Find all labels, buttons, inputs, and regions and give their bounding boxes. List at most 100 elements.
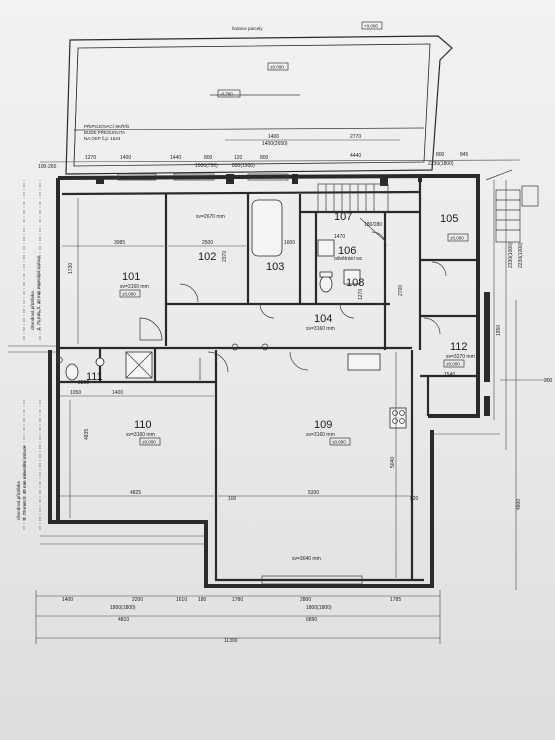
level-tag <box>217 89 241 98</box>
svg-text:100-265: 100-265 <box>38 164 57 170</box>
svg-text:180/280: 180/280 <box>364 222 382 228</box>
svg-text:1270: 1270 <box>85 155 96 161</box>
room-labels: 101 sv=3160 mm 102 sv=2670 mm 103 104 sv… <box>86 211 475 562</box>
svg-text:4810: 4810 <box>118 617 129 623</box>
svg-text:1050: 1050 <box>70 390 81 396</box>
svg-text:tl. 75 mm, tl. 40 mm minerální: tl. 75 mm, tl. 40 mm minerální izolace <box>22 445 27 520</box>
floor-level-tags: ±0,000 ±0,000 ±0,000 ±0,000 ±0,000 <box>119 233 469 446</box>
svg-text:100: 100 <box>228 496 237 502</box>
room-112-area: sv=3270 mm <box>446 354 475 360</box>
svg-text:11300: 11300 <box>224 638 238 644</box>
window-sill-109: sv=3040 mm <box>292 556 321 562</box>
svg-text:±0,000: ±0,000 <box>446 362 460 367</box>
svg-text:1400: 1400 <box>268 134 279 140</box>
room-111-number: 111 <box>86 371 103 383</box>
toilet <box>319 275 333 293</box>
svg-text:1780: 1780 <box>232 597 243 603</box>
room-101-area: sv=3160 mm <box>120 284 149 290</box>
room-103-number: 103 <box>266 261 284 273</box>
svg-text:obvodová přizdívka: obvodová přizdívka <box>16 481 21 520</box>
svg-text:800: 800 <box>204 155 213 161</box>
svg-text:2770: 2770 <box>350 134 361 140</box>
room-102-number: 102 <box>198 251 216 263</box>
svg-text:1785: 1785 <box>390 597 401 603</box>
svg-text:±0,000: ±0,000 <box>122 292 136 297</box>
svg-text:1800(1800): 1800(1800) <box>110 605 136 611</box>
svg-text:1540: 1540 <box>444 372 455 378</box>
svg-text:2370: 2370 <box>222 251 228 262</box>
room-106-number: 106 <box>338 245 356 257</box>
svg-text:520: 520 <box>410 496 419 502</box>
svg-text:2800: 2800 <box>300 597 311 603</box>
level-tag <box>361 21 383 30</box>
svg-text:120: 120 <box>234 155 243 161</box>
toilet-111 <box>65 363 79 381</box>
room-101-number: 101 <box>122 271 140 283</box>
room-109-area: sv=3160 mm <box>306 432 335 438</box>
interior-dimensions: 3085 1730 2500 2370 1600 1470 1270 2700 … <box>60 198 419 578</box>
svg-text:2500: 2500 <box>202 240 213 246</box>
upper-terrace <box>65 35 453 175</box>
svg-text:4440: 4440 <box>350 153 361 159</box>
svg-text:4825: 4825 <box>130 490 141 496</box>
svg-text:BUDE PŘESUNUTA: BUDE PŘESUNUTA <box>84 128 125 135</box>
svg-text:800: 800 <box>436 152 445 158</box>
svg-text:845: 845 <box>460 152 469 158</box>
level-tag-text: -0,780 <box>220 92 233 97</box>
svg-text:1950: 1950 <box>496 325 502 336</box>
svg-text:800: 800 <box>260 155 269 161</box>
room-104-number: 104 <box>314 313 332 325</box>
room-110-area: sv=3160 mm <box>126 432 155 438</box>
svg-text:1440: 1440 <box>170 155 181 161</box>
room-109-number: 109 <box>314 419 332 431</box>
left-wall-notes: obvodová přizdívka tl. 75 mm, tl. 40 mm … <box>8 180 206 545</box>
svg-text:180: 180 <box>198 597 207 603</box>
svg-text:2330(1000): 2330(1000) <box>508 242 514 268</box>
svg-text:1730: 1730 <box>68 263 74 274</box>
fixtures <box>65 199 407 429</box>
washbasin-111 <box>95 357 105 367</box>
level-tag-text: ±0,000 <box>270 65 284 70</box>
svg-text:6890: 6890 <box>306 617 317 623</box>
svg-text:200: 200 <box>544 378 553 384</box>
room-107-number: 107 <box>334 211 352 223</box>
top-dimensions: 1400 2770 1400(2650) 100-265 1270 1400 1… <box>38 134 521 170</box>
svg-text:1400(2650): 1400(2650) <box>262 141 288 147</box>
room-110-number: 110 <box>134 419 152 431</box>
svg-text:3085: 3085 <box>114 240 125 246</box>
washbasin <box>343 269 361 285</box>
svg-text:±0,000: ±0,000 <box>332 440 346 445</box>
room-104-area: sv=3160 mm <box>306 326 335 332</box>
svg-text:NA OKP č.p. 1624: NA OKP č.p. 1624 <box>84 136 121 141</box>
level-tag-text: +0,000 <box>364 24 378 29</box>
svg-text:5040: 5040 <box>390 457 396 468</box>
bathtub <box>251 199 283 257</box>
svg-text:2230(1800): 2230(1800) <box>428 161 454 167</box>
svg-text:2700: 2700 <box>398 285 404 296</box>
svg-text:±0,000: ±0,000 <box>450 236 464 241</box>
exterior-steps <box>485 169 539 243</box>
svg-text:800(1900): 800(1900) <box>232 163 255 169</box>
svg-text:2200: 2200 <box>132 597 143 603</box>
room-106-note: odvětrání wc <box>334 256 363 262</box>
svg-text:1400: 1400 <box>120 155 131 161</box>
svg-text:1610: 1610 <box>176 597 187 603</box>
svg-text:4835: 4835 <box>84 429 90 440</box>
svg-text:PŘIPOJOVACÍ SKŘÍŇ: PŘIPOJOVACÍ SKŘÍŇ <box>84 122 129 129</box>
room-112-number: 112 <box>450 341 468 353</box>
door-swings <box>139 231 447 380</box>
svg-text:5330: 5330 <box>308 490 319 496</box>
boundary-label: hranice parcely <box>232 26 263 31</box>
level-tag <box>267 62 289 71</box>
svg-text:±0,000: ±0,000 <box>142 440 156 445</box>
svg-text:1400: 1400 <box>62 597 73 603</box>
svg-text:1470: 1470 <box>334 234 345 240</box>
svg-text:tl. 75 mm, tl. 40 mm minerální: tl. 75 mm, tl. 40 mm minerální izolace <box>36 255 41 330</box>
svg-text:4800: 4800 <box>516 499 522 510</box>
shower-tray <box>317 239 335 257</box>
svg-text:obvodová přizdívka: obvodová přizdívka <box>30 291 35 330</box>
staircase <box>317 183 389 241</box>
connection-box-note: PŘIPOJOVACÍ SKŘÍŇ BUDE PŘESUNUTA NA OKP … <box>84 122 129 141</box>
